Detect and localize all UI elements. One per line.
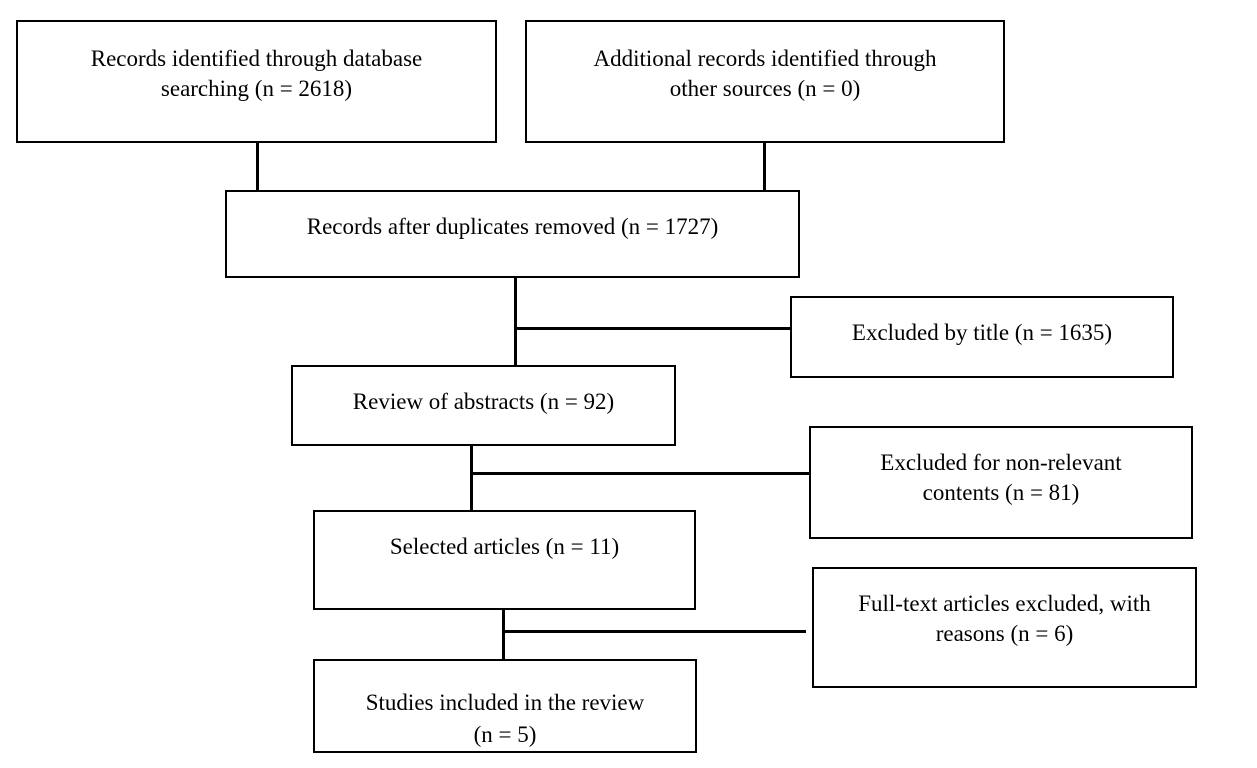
box-text-line: other sources (n = 0)	[669, 76, 861, 101]
box-text-line: searching (n = 2618)	[160, 76, 353, 101]
box-text-line: Excluded for non-relevant	[880, 450, 1122, 475]
box-records-identified-database: Records identified through database sear…	[16, 20, 497, 143]
box-records-after-duplicates: Records after duplicates removed (n = 17…	[225, 190, 800, 278]
connector-branch-full-text-excluded	[502, 630, 806, 633]
box-additional-records-other-sources: Additional records identified through ot…	[525, 20, 1005, 143]
connector-branch-excluded-non-relevant	[470, 472, 809, 475]
box-excluded-non-relevant-contents: Excluded for non-relevant contents (n = …	[809, 426, 1193, 539]
box-full-text-articles-excluded: Full-text articles excluded, with reason…	[812, 567, 1197, 688]
connector-abstracts-to-selected	[470, 446, 473, 510]
box-text-line: Review of abstracts (n = 92)	[352, 389, 615, 414]
box-text-line: Records identified through database	[90, 46, 423, 71]
box-text-line: Excluded by title (n = 1635)	[851, 320, 1113, 345]
box-text-line: Full-text articles excluded, with	[858, 591, 1151, 616]
box-text-line: contents (n = 81)	[922, 480, 1080, 505]
connector-selected-to-included	[502, 610, 505, 659]
box-studies-included-in-review: Studies included in the review (n = 5)	[313, 659, 697, 753]
box-excluded-by-title: Excluded by title (n = 1635)	[790, 296, 1174, 378]
connector-database-to-duplicates	[256, 143, 259, 190]
box-text-line: Additional records identified through	[593, 46, 937, 71]
box-text-line: Selected articles (n = 11)	[389, 534, 620, 559]
box-selected-articles: Selected articles (n = 11)	[313, 510, 696, 610]
connector-duplicates-to-abstracts	[514, 278, 517, 365]
box-text-line: reasons (n = 6)	[935, 621, 1074, 646]
connector-branch-excluded-by-title	[514, 327, 790, 330]
box-text-line: Records after duplicates removed (n = 17…	[306, 214, 719, 239]
connector-other-sources-to-duplicates	[763, 143, 766, 190]
box-text-line: Studies included in the review	[365, 690, 645, 715]
box-review-of-abstracts: Review of abstracts (n = 92)	[291, 365, 676, 446]
box-text-line: (n = 5)	[473, 722, 537, 747]
